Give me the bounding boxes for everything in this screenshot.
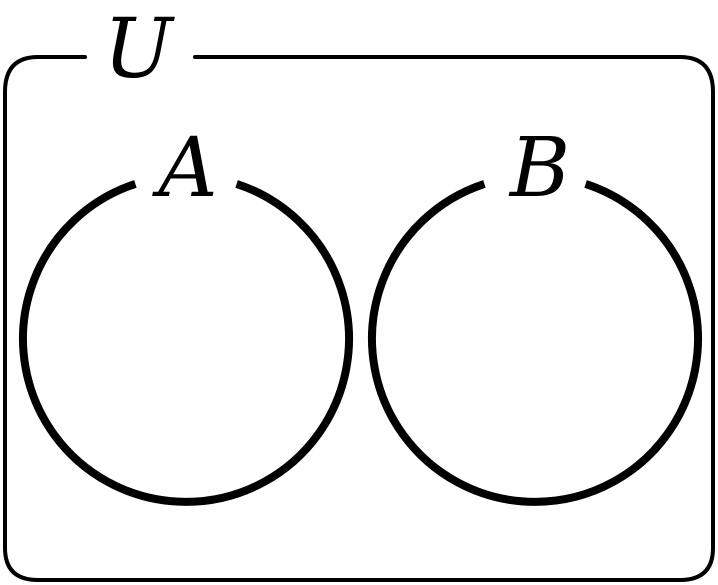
set-b-circle xyxy=(368,180,702,506)
set-a-circle xyxy=(19,180,353,506)
universe-label: U xyxy=(103,2,175,97)
set-a-label: A xyxy=(151,121,217,216)
universe-boundary xyxy=(3,55,715,582)
set-b-label: B xyxy=(508,121,570,216)
